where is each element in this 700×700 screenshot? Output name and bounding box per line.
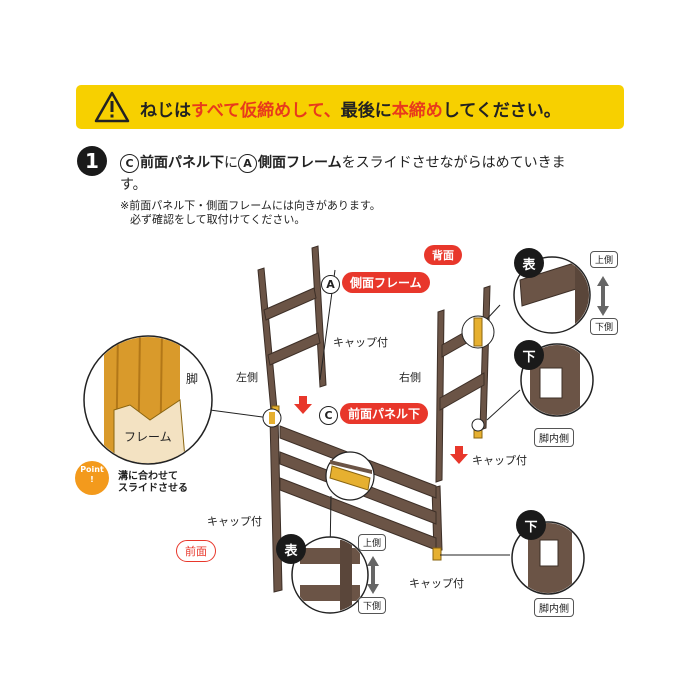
side-frame-tag: 側面フレーム bbox=[342, 272, 430, 293]
cap-label-3: キャップ付 bbox=[207, 515, 262, 528]
slide-arrows bbox=[294, 396, 468, 464]
leg-label: 脚 bbox=[186, 372, 199, 386]
frame-label: フレーム bbox=[124, 430, 172, 444]
upper-side-label-2: 上側 bbox=[358, 534, 387, 551]
left-side-frame bbox=[257, 245, 327, 423]
warning-banner: ねじはすべて仮締めして、最後に本締めしてください。 bbox=[76, 85, 624, 129]
orientation-arrows bbox=[367, 276, 609, 594]
detail-leg-inner-lower bbox=[511, 521, 585, 595]
cap-label-2: キャップ付 bbox=[472, 454, 527, 467]
leg-inner-label-1: 脚内側 bbox=[534, 428, 574, 447]
point-text: 溝に合わせて スライドさせる bbox=[118, 471, 188, 494]
front-tag: 前面 bbox=[176, 540, 216, 562]
right-side-label: 右側 bbox=[399, 371, 421, 384]
face-badge-top: 表 bbox=[514, 248, 544, 278]
lower-side-label-1: 下側 bbox=[590, 318, 619, 335]
front-panel-tag: 前面パネル下 bbox=[340, 403, 429, 424]
cap-label-4: キャップ付 bbox=[409, 577, 464, 590]
face-badge-bottom: 表 bbox=[276, 534, 306, 564]
warning-text: ねじはすべて仮締めして、最後に本締めしてください。 bbox=[140, 101, 561, 121]
front-panel-label: C bbox=[319, 404, 339, 425]
step-number-badge: 1 bbox=[77, 146, 107, 176]
cap-label-1: キャップ付 bbox=[333, 336, 388, 349]
detail-front-panel-slot bbox=[325, 451, 375, 501]
part-a-mark: A bbox=[238, 154, 257, 173]
detail-front-panel-face bbox=[291, 536, 369, 614]
point-badge: Point! bbox=[75, 461, 109, 495]
step-note: ※前面パネル下・側面フレームには向きがあります。 必ず確認をして取付けてください… bbox=[120, 199, 381, 226]
lower-side-label-2: 下側 bbox=[358, 597, 387, 614]
upper-side-label-1: 上側 bbox=[590, 251, 619, 268]
left-side-label: 左側 bbox=[236, 371, 258, 384]
side-frame-label: A bbox=[321, 273, 341, 294]
detail-leg-frame bbox=[83, 335, 213, 465]
leg-inner-label-2: 脚内側 bbox=[534, 598, 574, 617]
warning-icon bbox=[94, 91, 130, 123]
part-c-mark: C bbox=[120, 154, 139, 173]
bottom-badge-top: 下 bbox=[514, 340, 544, 370]
back-tag: 背面 bbox=[424, 245, 462, 265]
bottom-badge-bottom: 下 bbox=[516, 510, 546, 540]
